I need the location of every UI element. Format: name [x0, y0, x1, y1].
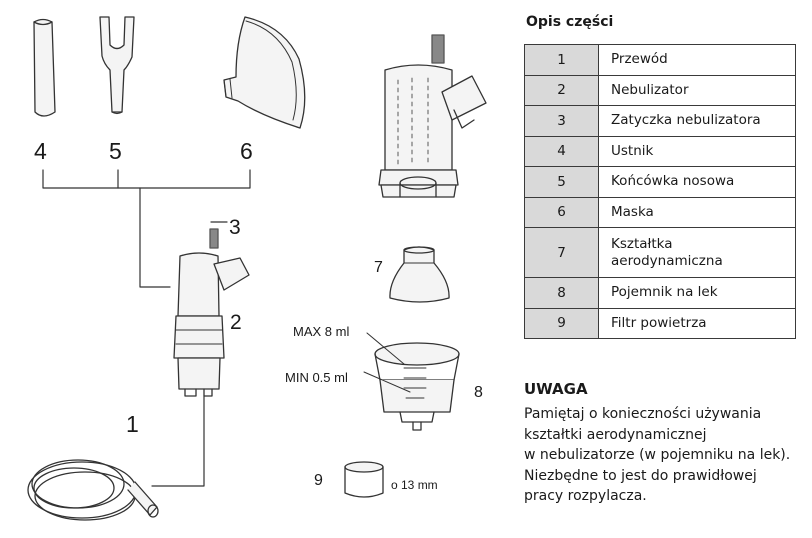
- callout-1: 1: [126, 411, 139, 437]
- part-number: 2: [524, 74, 599, 106]
- part-number: 8: [524, 277, 599, 309]
- warning-note: UWAGA Pamiętaj o konieczności używania k…: [524, 380, 804, 507]
- mask-illustration: [223, 16, 306, 129]
- part-name: Zatyczka nebulizatora: [598, 105, 796, 137]
- callout-7: 7: [374, 259, 383, 276]
- callout-8: 8: [474, 384, 483, 401]
- filter-size-label: o 13 mm: [391, 478, 438, 492]
- part-name: Maska: [598, 196, 796, 228]
- assembled-nebulizer-illustration: [378, 34, 487, 198]
- nasal-piece-illustration: [99, 16, 135, 115]
- part-name: Kształtka aerodynamiczna: [598, 227, 796, 278]
- callout-4: 4: [34, 138, 47, 164]
- callout-6: 6: [240, 138, 253, 164]
- callout-5: 5: [109, 138, 122, 164]
- part-number: 3: [524, 105, 599, 137]
- part-name: Końcówka nosowa: [598, 166, 796, 198]
- part-name: Nebulizator: [598, 74, 796, 106]
- part-number: 7: [524, 227, 599, 278]
- air-filter-illustration: [344, 461, 384, 498]
- tube-illustration: [27, 459, 159, 521]
- part-number: 6: [524, 196, 599, 228]
- part-number: 5: [524, 166, 599, 198]
- medicine-cup-illustration: [363, 332, 460, 431]
- part-name: Filtr powietrza: [598, 307, 796, 339]
- min-volume-label: MIN 0.5 ml: [285, 370, 348, 385]
- part-number: 4: [524, 135, 599, 167]
- mouthpiece-illustration: [33, 18, 56, 117]
- part-name: Przewód: [598, 44, 796, 76]
- part-number: 9: [524, 307, 599, 339]
- part-number: 1: [524, 44, 599, 76]
- nebulizer-illustration: [173, 228, 250, 397]
- callout-2: 2: [230, 311, 242, 334]
- parts-diagram: 4 5 6 3 2 1 7 8 9 MAX 8 ml MIN 0.5 ml o …: [27, 16, 487, 521]
- parts-table-title: Opis części: [526, 14, 614, 30]
- callout-3: 3: [229, 216, 241, 239]
- max-volume-label: MAX 8 ml: [293, 324, 349, 339]
- part-name: Pojemnik na lek: [598, 277, 796, 309]
- callout-9: 9: [314, 472, 323, 489]
- baffle-illustration: [389, 246, 450, 303]
- part-name: Ustnik: [598, 135, 796, 167]
- warning-text: Pamiętaj o konieczności używania kształt…: [524, 406, 791, 504]
- connector-lines: [42, 169, 251, 487]
- warning-heading: UWAGA: [524, 380, 588, 398]
